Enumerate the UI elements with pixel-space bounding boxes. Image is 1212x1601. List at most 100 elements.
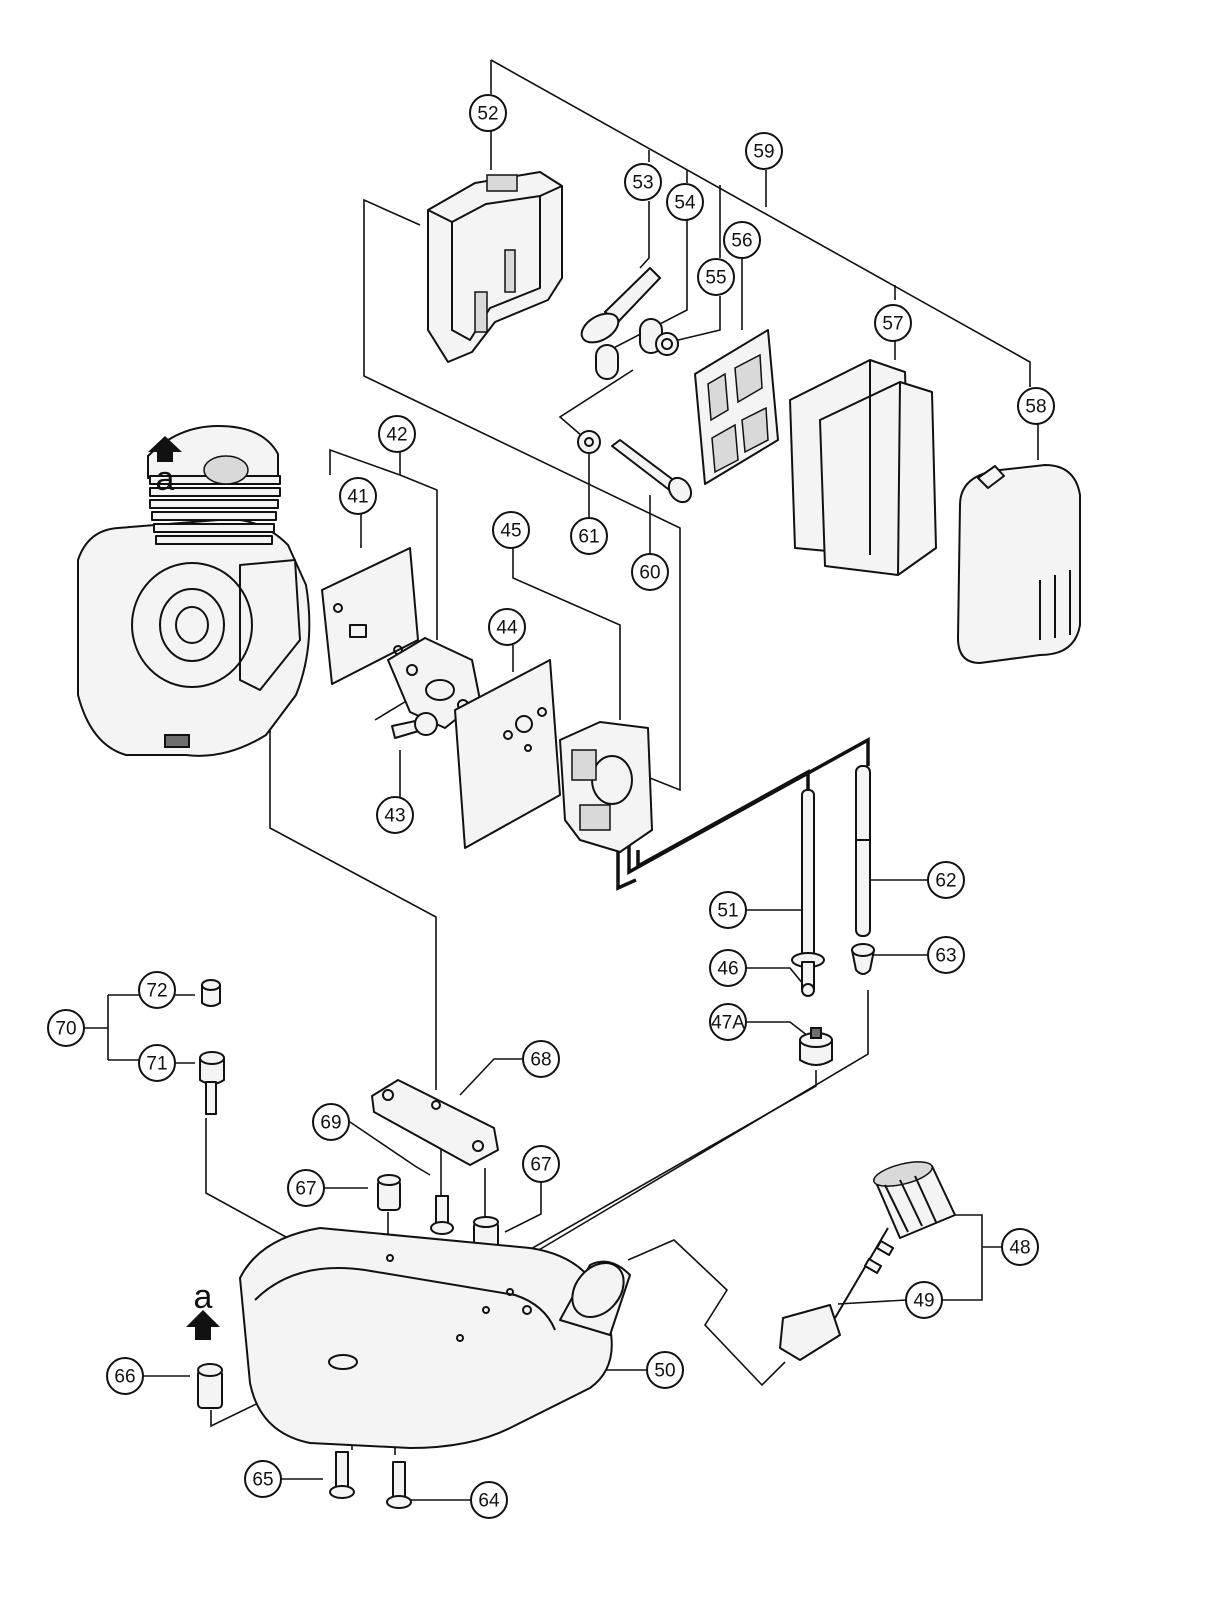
callout-circle — [745, 132, 783, 170]
callout-label: 59 — [753, 142, 774, 163]
callout-label: 72 — [146, 981, 167, 1002]
tank-bracket — [371, 1079, 499, 1166]
arrow-up-icon-lower — [186, 1310, 220, 1340]
callout-label: 58 — [1025, 397, 1046, 418]
part-callout-67: 67 — [522, 1145, 560, 1183]
callout-circle — [47, 1009, 85, 1047]
part-callout-47A: 47A — [709, 1003, 747, 1041]
grommet — [851, 943, 875, 975]
part-callout-44: 44 — [488, 608, 526, 646]
callout-label: 47A — [711, 1013, 745, 1034]
reference-letter-a: a — [194, 1278, 213, 1316]
callout-label: 49 — [913, 1291, 934, 1312]
damper-left — [377, 1174, 401, 1211]
strainer — [779, 1227, 895, 1361]
callout-label: 42 — [386, 425, 407, 446]
callout-label: 48 — [1009, 1238, 1030, 1259]
part-callout-61: 61 — [570, 517, 608, 555]
callout-circle — [488, 608, 526, 646]
part-callout-58: 58 — [1017, 387, 1055, 425]
callout-label: 65 — [252, 1470, 273, 1491]
fuel-tank — [239, 1227, 631, 1449]
breather-valve — [199, 1051, 225, 1115]
arrow-up-icon — [148, 436, 182, 462]
callout-circle — [1017, 387, 1055, 425]
fuel-pipe — [855, 765, 871, 937]
carburetor-gasket — [454, 659, 561, 849]
callout-circle — [874, 304, 912, 342]
callout-circle — [138, 1044, 176, 1082]
part-callout-42: 42 — [378, 415, 416, 453]
callout-label: 45 — [500, 521, 521, 542]
callout-circle — [376, 796, 414, 834]
callout-label: 64 — [478, 1491, 500, 1512]
callout-label: 67 — [295, 1179, 316, 1200]
callout-circle — [723, 221, 761, 259]
callout-label: 52 — [477, 104, 498, 125]
callout-circle — [570, 517, 608, 555]
callout-label: 51 — [717, 901, 738, 922]
callout-label: 46 — [717, 959, 738, 980]
part-callout-56: 56 — [723, 221, 761, 259]
part-callout-70: 70 — [47, 1009, 85, 1047]
callout-circle — [287, 1169, 325, 1207]
callout-label: 61 — [578, 527, 599, 548]
callout-circle — [1001, 1228, 1039, 1266]
callout-circle — [709, 949, 747, 987]
callout-label: 44 — [496, 618, 518, 639]
callout-circle — [666, 183, 704, 221]
callout-label: 50 — [654, 1361, 675, 1382]
callout-label: 43 — [384, 806, 405, 827]
fuel-line-routing — [616, 737, 870, 891]
leader-lines — [84, 59, 1039, 1501]
callout-label: 56 — [731, 231, 752, 252]
callout-label: 57 — [882, 314, 903, 335]
engine-crankcase — [77, 425, 311, 757]
part-callout-50: 50 — [646, 1351, 684, 1389]
air-filter-element — [789, 359, 937, 576]
part-callout-68: 68 — [522, 1040, 560, 1078]
part-callout-51: 51 — [709, 891, 747, 929]
part-callout-48: 48 — [1001, 1228, 1039, 1266]
callout-label: 53 — [632, 173, 653, 194]
part-callout-64: 64 — [470, 1481, 508, 1519]
callout-circle — [378, 415, 416, 453]
callout-circle — [709, 891, 747, 929]
callout-circle — [469, 94, 507, 132]
callout-circle — [646, 1351, 684, 1389]
reference-letter-a: a — [156, 460, 175, 498]
callout-label: 70 — [55, 1019, 76, 1040]
callout-circle — [339, 477, 377, 515]
choke-lever — [580, 267, 661, 344]
callout-label: 62 — [935, 871, 956, 892]
callout-circle — [927, 861, 965, 899]
part-callouts: 5253545556595758424145446160436251634647… — [47, 94, 1055, 1519]
return-pipe — [791, 789, 825, 991]
callout-circle — [905, 1281, 943, 1319]
tank-damper — [197, 1363, 223, 1409]
part-callout-59: 59 — [745, 132, 783, 170]
part-callout-60: 60 — [631, 553, 669, 591]
callout-circle — [927, 936, 965, 974]
callout-label: 63 — [935, 946, 956, 967]
washer — [577, 430, 601, 454]
fuel-filter — [799, 1027, 833, 1066]
callout-circle — [522, 1145, 560, 1183]
part-callout-53: 53 — [624, 163, 662, 201]
bolt — [611, 439, 693, 504]
tank-bolt-64 — [386, 1461, 412, 1509]
support-plate — [694, 329, 779, 485]
callout-circle — [624, 163, 662, 201]
callout-label: 68 — [530, 1050, 551, 1071]
part-callout-52: 52 — [469, 94, 507, 132]
callout-circle — [522, 1040, 560, 1078]
callout-label: 55 — [705, 268, 726, 289]
tank-cap — [873, 1161, 956, 1239]
part-callout-66: 66 — [106, 1357, 144, 1395]
part-callout-46: 46 — [709, 949, 747, 987]
part-callout-65: 65 — [244, 1460, 282, 1498]
reference-letters: aa — [156, 460, 213, 1316]
part-callout-67: 67 — [287, 1169, 325, 1207]
part-callout-69: 69 — [312, 1103, 350, 1141]
